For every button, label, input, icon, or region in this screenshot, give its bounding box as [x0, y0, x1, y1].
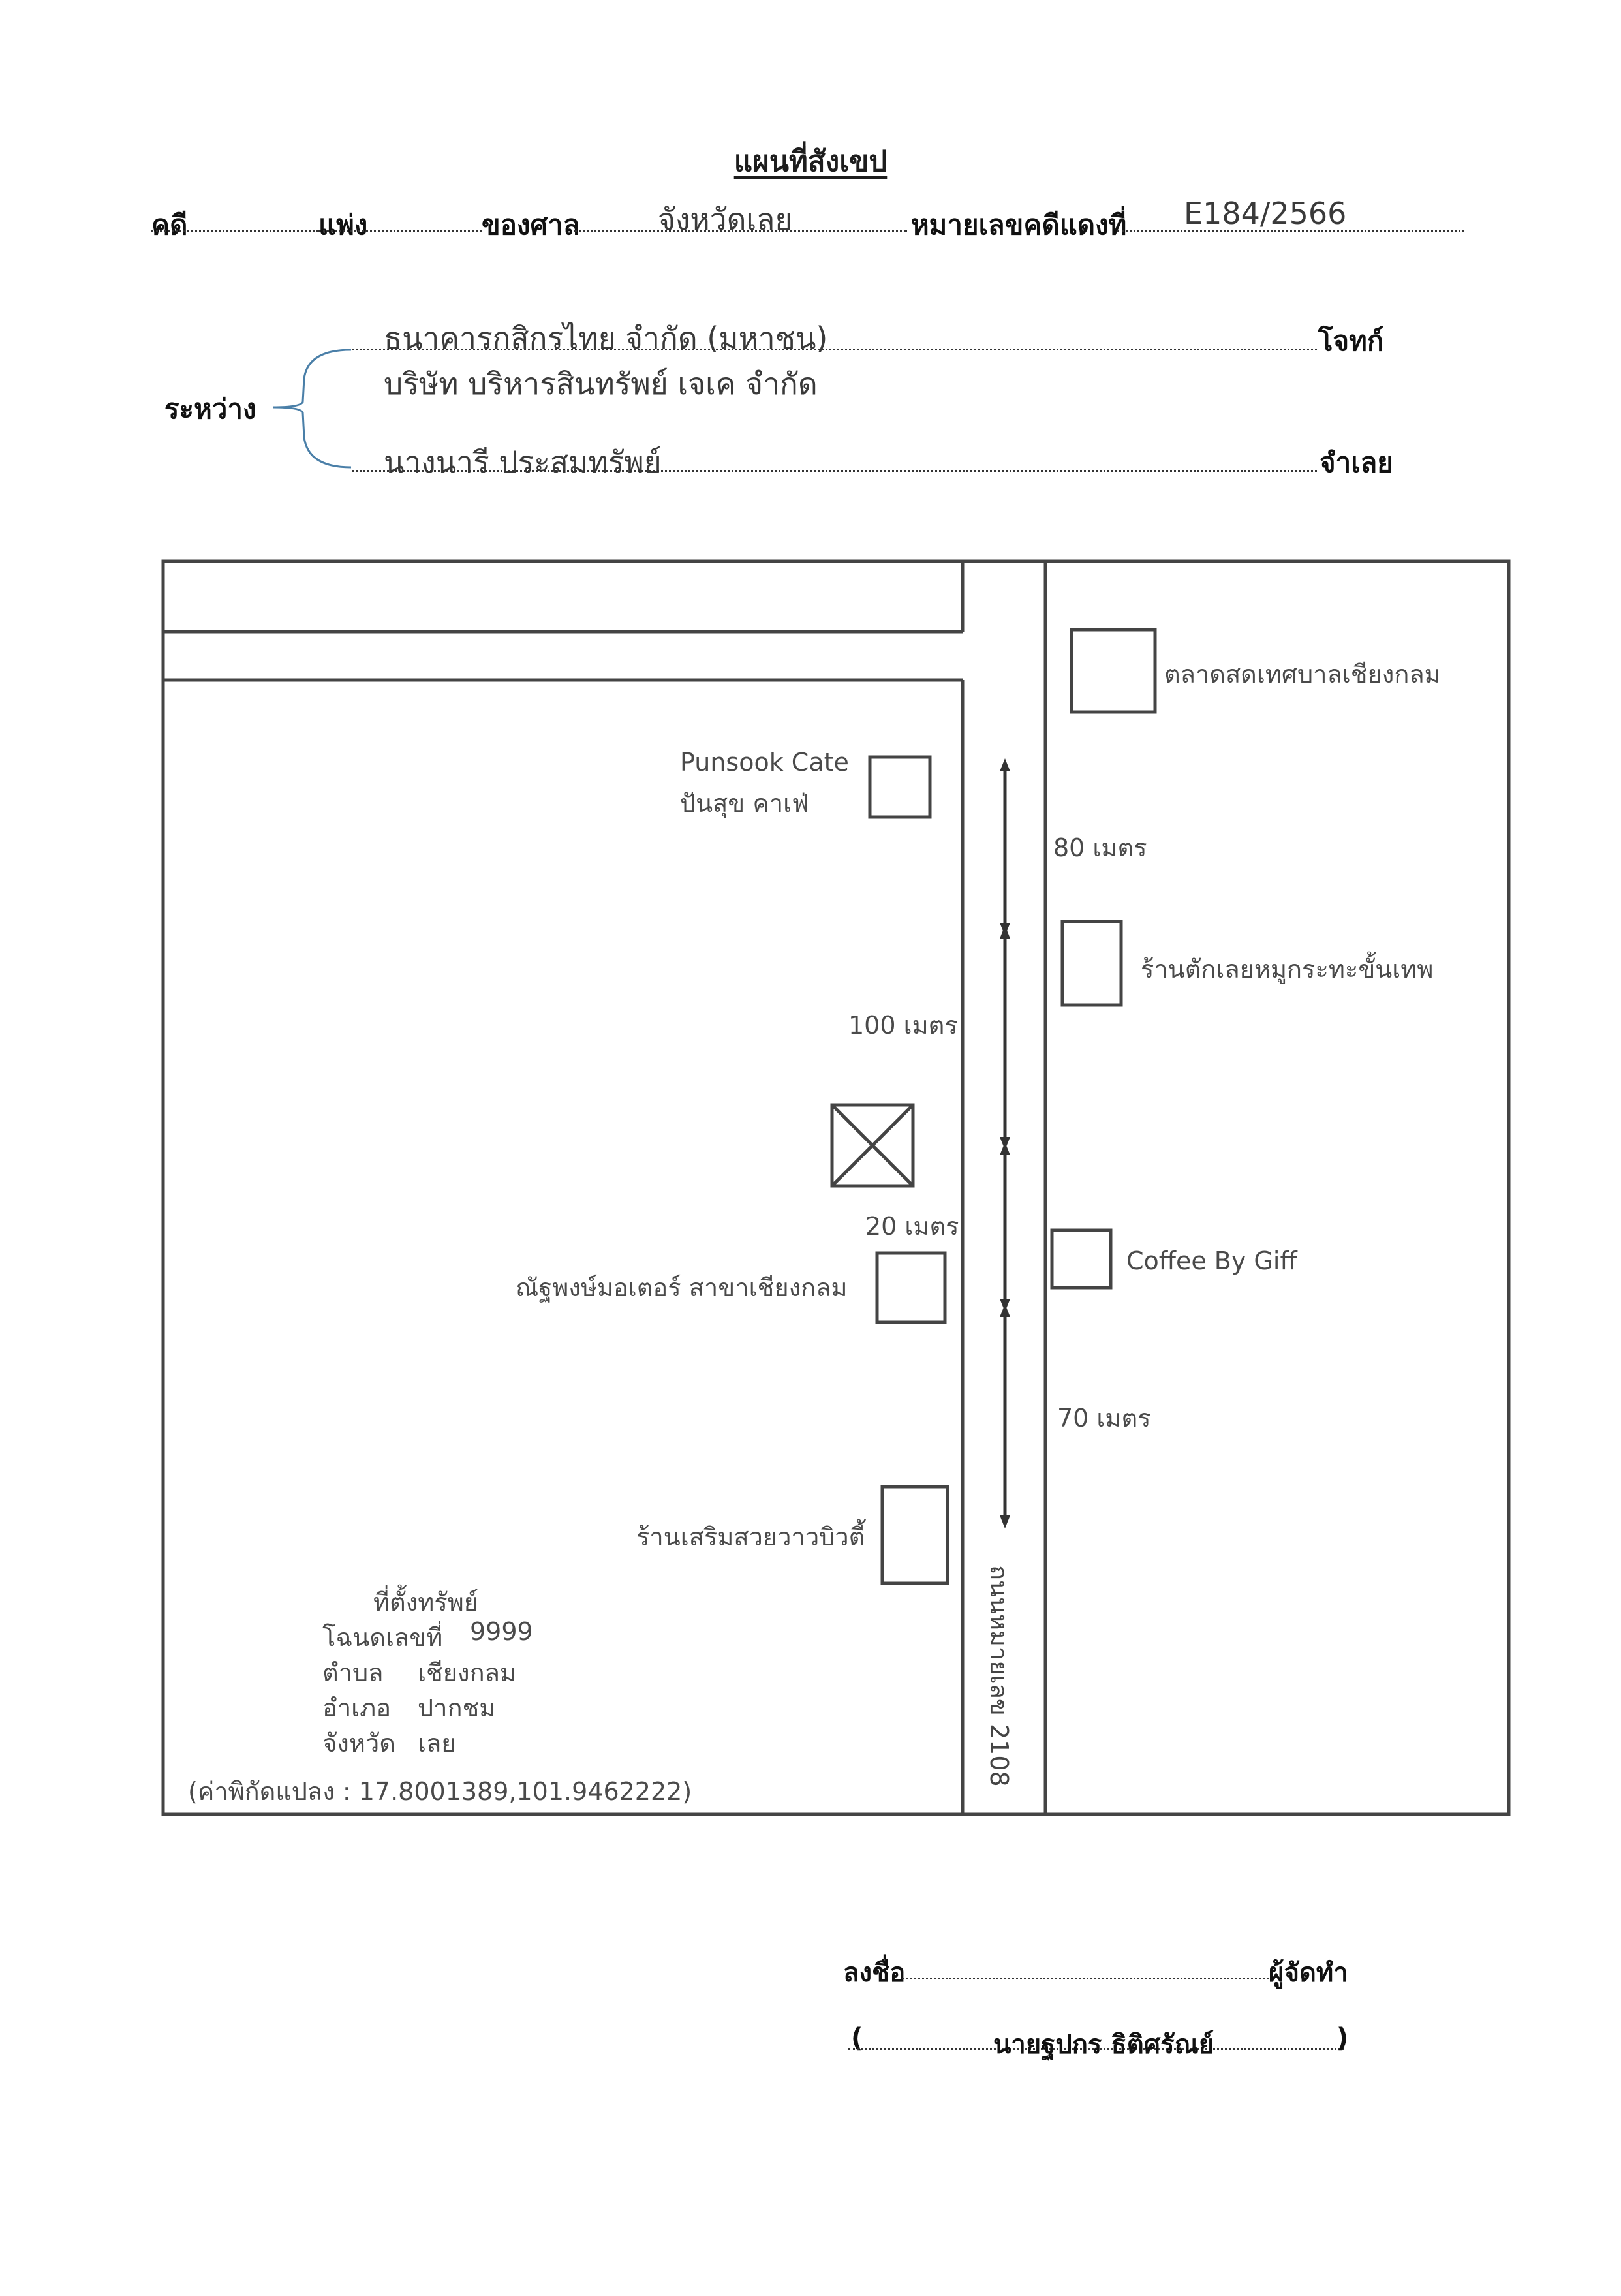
defendant-dotted-line — [352, 470, 1317, 472]
between-label: ระหว่าง — [164, 393, 256, 425]
province-label: จังหวัด — [322, 1729, 395, 1758]
butcher-building — [1060, 920, 1123, 1007]
cafe-label-th: ปันสุข คาเฟ่ — [680, 789, 809, 818]
subdistrict-value: เชียงกลม — [418, 1658, 516, 1687]
defendant-name: นางนารี ประสมทรัพย์ — [384, 444, 662, 480]
map-border — [161, 559, 1511, 1816]
coffee-label: Coffee By Giff — [1126, 1247, 1297, 1275]
case-label: คดี — [151, 209, 188, 241]
road-label: ถนนหมายเลข 2108 — [985, 1565, 1013, 1787]
subdistrict-label: ตำบล — [322, 1658, 384, 1687]
salon-label: ร้านเสริมสวยวาวบิวตี้ — [636, 1523, 865, 1551]
case-type-dotted-line — [318, 230, 482, 232]
province-value: เลย — [418, 1729, 456, 1758]
defendant-role: จำเลย — [1320, 446, 1393, 478]
plaintiff-dotted-line — [352, 349, 1317, 350]
distance-70: 70 เมตร — [1057, 1404, 1151, 1433]
plaintiff-2: บริษัท บริหารสินทรัพย์ เจเค จำกัด — [384, 366, 818, 401]
red-case-number: E184/2566 — [1184, 196, 1347, 231]
open-paren: ( — [851, 2023, 863, 2053]
sign-label: ลงชื่อ — [843, 1958, 906, 1988]
motor-building — [875, 1251, 947, 1324]
deed-value: 9999 — [470, 1617, 533, 1646]
district-value: ปากชม — [418, 1694, 496, 1722]
cafe-label-en: Punsook Cate — [680, 748, 849, 777]
signature-line — [902, 1978, 1269, 1979]
property-heading: ที่ตั้งทรัพย์ — [373, 1588, 479, 1617]
red-case-dotted-line — [1117, 230, 1464, 232]
salon-building — [880, 1485, 949, 1585]
case-dotted-line — [151, 230, 322, 232]
cafe-building — [868, 755, 932, 819]
court-label: ของศาล — [482, 209, 580, 241]
deed-label: โฉนดเลขที่ — [322, 1623, 443, 1652]
preparer-role: ผู้จัดทำ — [1269, 1958, 1348, 1988]
district-label: อำเภอ — [322, 1694, 392, 1722]
case-type: แพ่ง — [318, 209, 368, 241]
name-dotted-line — [848, 2048, 1344, 2050]
market-building — [1070, 628, 1157, 714]
coordinates: (ค่าพิกัดแปลง : 17.8001389,101.9462222) — [188, 1777, 692, 1806]
court-dotted-line — [574, 230, 907, 232]
party-bracket — [272, 349, 352, 469]
distance-20: 20 เมตร — [865, 1212, 959, 1241]
red-case-label: หมายเลขคดีแดงที่ — [911, 209, 1127, 241]
distance-80: 80 เมตร — [1053, 833, 1147, 862]
market-label: ตลาดสดเทศบาลเชียงกลม — [1164, 660, 1441, 689]
coffee-building — [1050, 1228, 1113, 1290]
plaintiff-role: โจทก์ — [1318, 325, 1384, 357]
motor-label: ณัฐพงษ์มอเตอร์ สาขาเชียงกลม — [516, 1273, 848, 1302]
page-title: แผนที่สังเขป — [733, 145, 888, 178]
close-paren: ) — [1336, 2023, 1349, 2053]
distance-100: 100 เมตร — [848, 1011, 958, 1040]
preparer-name: นายฐปกร ธิติศรัณย์ — [993, 2030, 1214, 2060]
butcher-label: ร้านตักเลยหมูกระทะขั้นเทพ — [1141, 955, 1434, 984]
court-name: จังหวัดเลย — [658, 202, 793, 237]
property-marker — [830, 1103, 915, 1188]
